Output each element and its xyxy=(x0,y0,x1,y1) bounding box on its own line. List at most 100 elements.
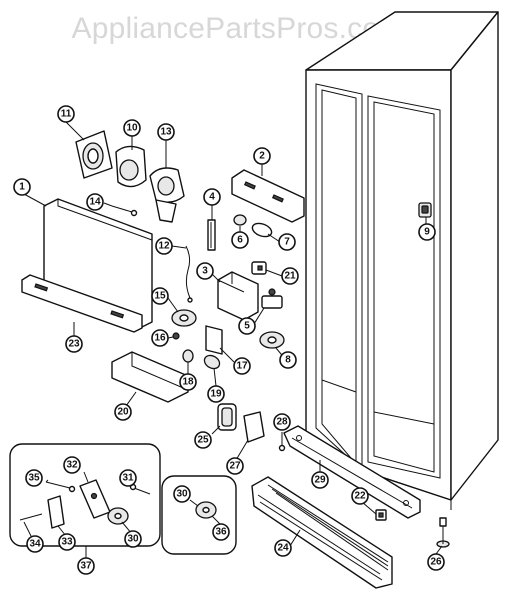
part-18-bulb xyxy=(182,349,194,363)
callout-34-label: 34 xyxy=(29,539,41,550)
part-12-wire xyxy=(185,245,193,303)
callout-8-label: 8 xyxy=(285,355,291,366)
watermark-text: AppliancePartsPros.com xyxy=(72,12,405,45)
callout-5-label: 5 xyxy=(244,321,250,332)
callout-2-label: 2 xyxy=(259,151,265,162)
part-35-screw xyxy=(45,481,76,493)
callout-21: 21 xyxy=(281,267,299,285)
callout-10-label: 10 xyxy=(126,123,138,134)
callout-3: 3 xyxy=(196,262,214,280)
callout-1: 1 xyxy=(13,178,31,196)
callout-28-label: 28 xyxy=(276,417,288,428)
part-17-plate xyxy=(205,325,223,355)
callout-16-label: 16 xyxy=(154,333,166,344)
callout-18-label: 18 xyxy=(182,377,194,388)
part-20-tray xyxy=(111,351,189,403)
part-6-knob xyxy=(233,214,247,226)
callout-12: 12 xyxy=(155,237,173,255)
callout-4-label: 4 xyxy=(209,192,215,203)
callout-30b-label: 30 xyxy=(127,534,139,545)
callout-25-label: 25 xyxy=(197,435,209,446)
callout-31: 31 xyxy=(119,469,137,487)
part-14-screw xyxy=(111,205,138,217)
callout-37: 37 xyxy=(77,557,95,575)
callout-1-label: 1 xyxy=(19,182,25,193)
part-30b-wheel xyxy=(195,501,217,519)
callout-22-label: 22 xyxy=(354,491,366,502)
part-16-bolt xyxy=(172,332,180,340)
callout-13: 13 xyxy=(157,123,175,141)
callout-36: 36 xyxy=(212,523,230,541)
part-8-roller xyxy=(259,331,285,349)
callout-23-label: 23 xyxy=(68,339,80,350)
callout-8: 8 xyxy=(279,351,297,369)
part-11-shroud xyxy=(75,130,113,179)
callout-7: 7 xyxy=(278,233,296,251)
part-25-cover xyxy=(217,403,237,431)
callout-33: 33 xyxy=(58,533,76,551)
callout-33-label: 33 xyxy=(61,537,73,548)
part-31-bolt xyxy=(129,483,151,495)
part-5-switch xyxy=(261,288,283,309)
callout-10: 10 xyxy=(123,119,141,137)
callout-35-label: 35 xyxy=(28,473,40,484)
callout-6: 6 xyxy=(231,231,249,249)
part-27-bracket xyxy=(243,411,265,443)
callout-14-label: 14 xyxy=(89,197,101,208)
callout-9: 9 xyxy=(418,223,436,241)
part-24-grille xyxy=(251,476,393,589)
part-26-leg xyxy=(436,517,450,548)
callout-28: 28 xyxy=(273,413,291,431)
callout-32: 32 xyxy=(63,456,81,474)
callout-23: 23 xyxy=(65,335,83,353)
part-28-screw xyxy=(278,432,286,452)
part-29-rail xyxy=(283,425,421,519)
callout-27: 27 xyxy=(226,457,244,475)
part-23-strip xyxy=(21,274,143,333)
callout-12-label: 12 xyxy=(158,241,170,252)
part-21-connector xyxy=(251,261,267,275)
callout-29: 29 xyxy=(311,471,329,489)
callout-37-label: 37 xyxy=(80,561,92,572)
callout-30b: 30 xyxy=(124,530,142,548)
callout-2: 2 xyxy=(253,147,271,165)
callout-17: 17 xyxy=(233,357,251,375)
callout-26-label: 26 xyxy=(430,557,442,568)
callout-31-label: 31 xyxy=(122,473,134,484)
callout-30a: 30 xyxy=(173,485,191,503)
part-13-motor xyxy=(149,167,185,223)
callout-35: 35 xyxy=(25,469,43,487)
callout-14: 14 xyxy=(86,193,104,211)
callout-22: 22 xyxy=(351,487,369,505)
part-34-screw xyxy=(19,513,43,521)
callout-18: 18 xyxy=(179,373,197,391)
callout-7-label: 7 xyxy=(284,237,290,248)
callout-15-label: 15 xyxy=(154,291,166,302)
part-15-wheel xyxy=(171,309,197,327)
callout-20-label: 20 xyxy=(117,407,129,418)
callout-11: 11 xyxy=(57,105,75,123)
callout-29-label: 29 xyxy=(314,475,326,486)
callout-15: 15 xyxy=(151,287,169,305)
callout-26: 26 xyxy=(427,553,445,571)
cabinet xyxy=(305,11,499,510)
callout-6-label: 6 xyxy=(237,235,243,246)
callout-13-label: 13 xyxy=(160,127,172,138)
callout-3-label: 3 xyxy=(202,266,208,277)
callout-5: 5 xyxy=(238,317,256,335)
callout-25: 25 xyxy=(194,431,212,449)
part-30-wheel xyxy=(107,507,129,525)
callout-34: 34 xyxy=(26,535,44,553)
callout-17-label: 17 xyxy=(236,361,248,372)
part-19-lamp xyxy=(203,354,221,370)
part-33-mount xyxy=(47,495,65,529)
subassembly-36-box xyxy=(161,475,237,555)
callout-20: 20 xyxy=(114,403,132,421)
callout-19: 19 xyxy=(207,385,225,403)
callout-4: 4 xyxy=(203,188,221,206)
callout-30a-label: 30 xyxy=(176,489,188,500)
part-4-stem xyxy=(207,219,216,251)
callout-36-label: 36 xyxy=(215,527,227,538)
callout-24: 24 xyxy=(274,539,292,557)
